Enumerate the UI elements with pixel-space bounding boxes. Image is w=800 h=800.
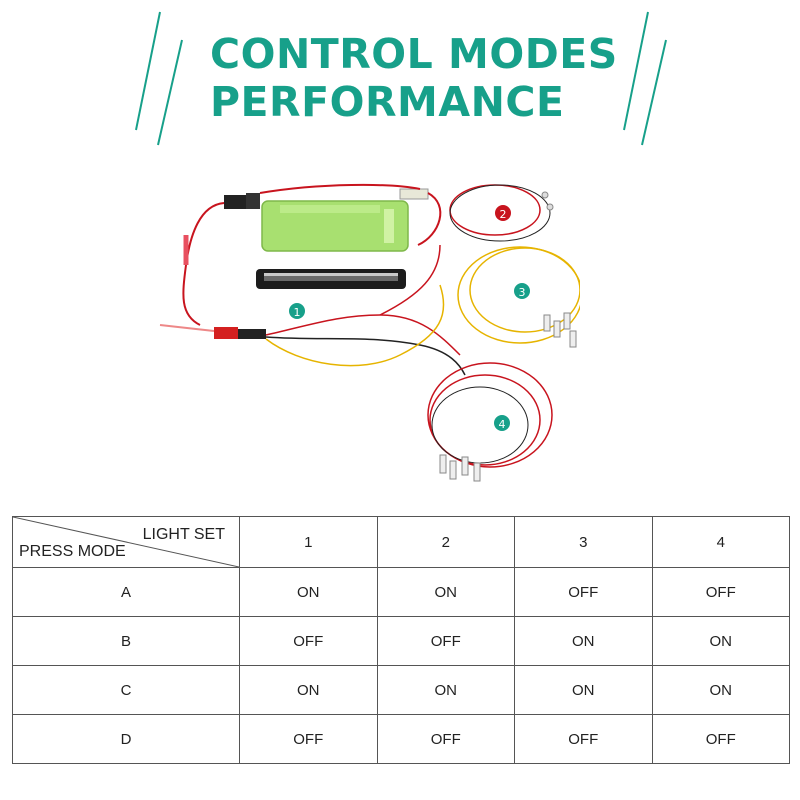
wire-loop-4 (427, 362, 553, 468)
wire-loop-3 (469, 247, 580, 333)
state-cell: ON (651, 665, 790, 715)
slash-left-1 (135, 11, 161, 131)
led-light-bar (256, 269, 406, 289)
callout-3: 3 (514, 283, 530, 299)
wire-black (265, 336, 466, 376)
callout-1: 1 (289, 303, 305, 319)
table-row: C ON ON ON ON (12, 665, 790, 715)
mode-cell: D (12, 714, 240, 764)
table-row: B OFF OFF ON ON (12, 616, 790, 666)
column-header: 1 (239, 516, 378, 568)
wire-loop-4 (431, 386, 529, 464)
state-cell: OFF (514, 714, 653, 764)
wire-yellow (265, 284, 445, 367)
wire-loop-3 (457, 246, 580, 344)
state-cell: ON (376, 567, 515, 617)
page-title: CONTROL MODES PERFORMANCE (210, 30, 618, 126)
control-modes-table: LIGHT SET PRESS MODE 1 2 3 4 A ON ON OFF… (12, 516, 790, 764)
callout-2: 2 (495, 205, 511, 221)
state-cell: OFF (239, 714, 378, 764)
state-cell: OFF (376, 714, 515, 764)
state-cell: OFF (239, 616, 378, 666)
corner-diagonal (13, 517, 239, 567)
state-cell: OFF (651, 714, 790, 764)
connector-black (224, 195, 246, 209)
product-photo: 1 2 3 4 (159, 183, 580, 482)
callout-4: 4 (494, 415, 510, 431)
control-plug (238, 329, 266, 339)
control-module (214, 327, 238, 339)
wire-red (182, 202, 225, 326)
column-header: 3 (514, 516, 653, 568)
wire-loop-2 (449, 184, 551, 242)
slash-right-1 (623, 11, 649, 131)
table-corner-cell: LIGHT SET PRESS MODE (12, 516, 240, 568)
connector-white (399, 188, 429, 200)
state-cell: OFF (514, 567, 653, 617)
callout-4-label: 4 (499, 418, 506, 431)
mode-cell: A (12, 567, 240, 617)
light-set-label: LIGHT SET (142, 526, 225, 543)
state-cell: ON (514, 616, 653, 666)
wire-red (259, 183, 421, 194)
callout-3-label: 3 (519, 286, 526, 299)
mode-cell: C (12, 665, 240, 715)
state-cell: OFF (651, 567, 790, 617)
table-header-row: LIGHT SET PRESS MODE 1 2 3 4 (12, 516, 790, 568)
title-line-2: PERFORMANCE (210, 78, 565, 126)
connector-black-2 (246, 193, 260, 209)
wire-red (379, 244, 441, 316)
wire-red (159, 324, 215, 332)
wire-red (417, 192, 442, 246)
state-cell: ON (376, 665, 515, 715)
callout-1-label: 1 (294, 306, 301, 319)
slash-left-2 (157, 39, 183, 146)
table-row: A ON ON OFF OFF (12, 567, 790, 617)
state-cell: ON (651, 616, 790, 666)
state-cell: ON (514, 665, 653, 715)
column-header: 2 (376, 516, 515, 568)
table-row: D OFF OFF OFF OFF (12, 714, 790, 764)
led-bulb (541, 191, 549, 199)
battery-pack (261, 200, 409, 252)
wire-red (265, 314, 461, 356)
slash-right-2 (641, 39, 667, 146)
state-cell: ON (239, 665, 378, 715)
state-cell: OFF (376, 616, 515, 666)
decorative-slashes (135, 11, 667, 146)
led-cluster-4 (439, 454, 481, 482)
mode-cell: B (12, 616, 240, 666)
led-bulb (546, 203, 554, 211)
title-line-1: CONTROL MODES (210, 30, 618, 78)
column-header: 4 (651, 516, 790, 568)
wire-loop-2 (449, 184, 541, 236)
state-cell: ON (239, 567, 378, 617)
press-mode-label: PRESS MODE (19, 543, 126, 560)
wire-loop-4 (429, 374, 541, 466)
led-cluster-3 (543, 312, 577, 348)
callout-2-label: 2 (500, 208, 507, 221)
